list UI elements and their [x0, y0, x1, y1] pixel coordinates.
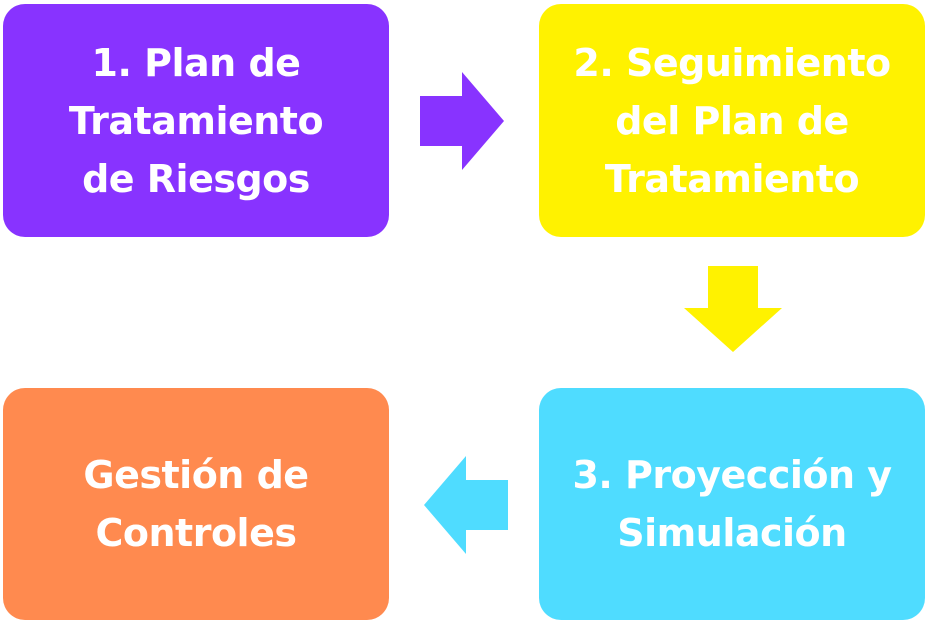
step-4-label: Gestión de Controles — [83, 446, 309, 562]
step-1-label: 1. Plan de Tratamiento de Riesgos — [68, 34, 324, 208]
step-3-line-2: Simulación — [617, 511, 847, 555]
step-1-line-2: Tratamiento — [68, 98, 324, 143]
step-3-box: 3. Proyección y Simulación — [539, 388, 925, 620]
step-1-line-3: de Riesgos — [82, 156, 310, 201]
step-3-line-1: 3. Proyección y — [572, 453, 892, 497]
arrow-down-shape — [684, 266, 782, 352]
step-2-box: 2. Seguimiento del Plan de Tratamiento — [539, 4, 925, 237]
arrow-left-icon — [424, 456, 508, 554]
step-4-line-1: Gestión de — [83, 453, 309, 497]
arrow-down-icon — [684, 266, 782, 352]
step-2-label: 2. Seguimiento del Plan de Tratamiento — [573, 34, 891, 208]
step-4-line-2: Controles — [95, 511, 297, 555]
step-2-line-2: del Plan de — [615, 98, 849, 143]
step-1-box: 1. Plan de Tratamiento de Riesgos — [3, 4, 389, 237]
step-2-line-3: Tratamiento — [604, 156, 860, 201]
step-1-line-1: 1. Plan de — [91, 40, 301, 85]
arrow-right-icon — [420, 72, 504, 170]
arrow-left-shape — [424, 456, 508, 554]
step-3-label: 3. Proyección y Simulación — [572, 446, 892, 562]
step-2-line-1: 2. Seguimiento — [573, 40, 891, 85]
step-4-box: Gestión de Controles — [3, 388, 389, 620]
arrow-right-shape — [420, 72, 504, 170]
